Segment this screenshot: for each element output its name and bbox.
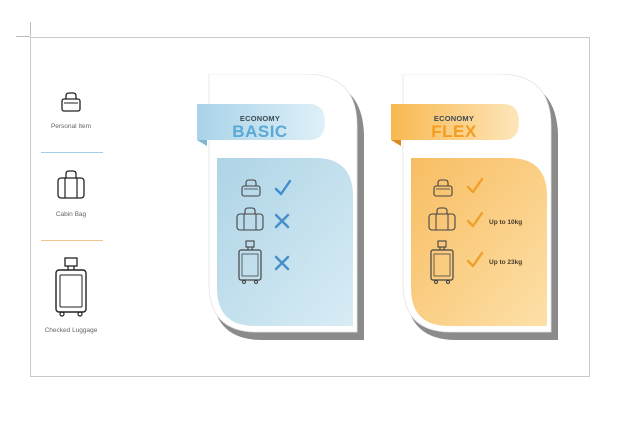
fare-card-flex[interactable]: ECONOMY FLEX Up to 10kg: [391, 74, 558, 344]
check-icon: [274, 179, 292, 196]
checked-luggage-icon: [430, 240, 454, 284]
legend-label-personal-item: Personal Item: [50, 123, 92, 130]
crop-mark-horizontal: [16, 36, 30, 37]
legend-checked-luggage: Checked Luggage: [39, 256, 103, 334]
personal-item-icon: [61, 92, 81, 112]
fare-card-eyebrow: ECONOMY: [433, 114, 475, 123]
cabin-bag-allowance: Up to 10kg: [489, 219, 523, 226]
fare-card-eyebrow: ECONOMY: [239, 114, 281, 123]
legend-divider-2: [41, 240, 103, 241]
cabin-bag-icon: [236, 207, 264, 231]
checked-luggage-icon: [238, 240, 262, 284]
cabin-bag-icon: [57, 170, 85, 199]
legend-personal-item: Personal Item: [39, 90, 103, 130]
fare-card-title: BASIC: [232, 122, 288, 141]
legend-divider-1: [41, 152, 103, 153]
check-icon: [466, 211, 484, 228]
personal-item-icon: [433, 179, 453, 197]
fare-card-basic[interactable]: ECONOMY BASIC: [197, 74, 364, 344]
checked-luggage-allowance: Up to 23kg: [489, 259, 523, 266]
fare-card-title: FLEX: [431, 122, 477, 141]
crop-mark-vertical: [30, 22, 31, 36]
comparison-panel: Personal Item Cabin Bag Checked Luggage: [30, 37, 590, 377]
legend-label-cabin-bag: Cabin Bag: [55, 211, 87, 218]
cross-icon: [274, 213, 290, 229]
checked-luggage-icon: [55, 257, 87, 317]
legend-label-checked-luggage: Checked Luggage: [44, 327, 98, 334]
fare-card-flex-shape: [391, 74, 558, 340]
cabin-bag-icon: [428, 207, 456, 231]
personal-item-icon: [241, 179, 261, 197]
check-icon: [466, 177, 484, 194]
legend-cabin-bag: Cabin Bag: [39, 168, 103, 218]
check-icon: [466, 251, 484, 268]
fare-card-basic-shape: [197, 74, 364, 340]
cross-icon: [274, 255, 290, 271]
